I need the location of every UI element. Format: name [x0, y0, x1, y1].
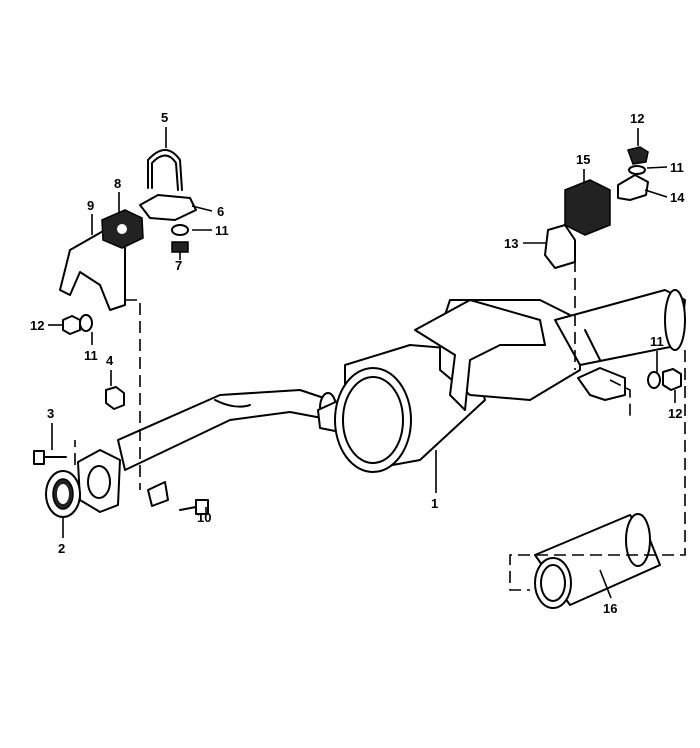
- bolt-flange: [33, 450, 67, 465]
- tailpipe-tip: [534, 513, 661, 609]
- callout-1: 1: [431, 496, 438, 511]
- u-bolt: [147, 149, 183, 191]
- flange: [77, 449, 121, 513]
- callout-15: 15: [576, 152, 590, 167]
- front-pipe: [117, 389, 337, 471]
- callout-2: 2: [58, 541, 65, 556]
- callout-6: 6: [217, 204, 224, 219]
- callout-16: 16: [603, 601, 617, 616]
- callout-11-left: 11: [84, 348, 98, 363]
- callout-9: 9: [87, 198, 94, 213]
- callout-8: 8: [114, 176, 121, 191]
- pipe-clip-bolt: [147, 481, 209, 515]
- rear-muffler: [414, 289, 686, 411]
- leader-lines: [48, 127, 676, 599]
- callout-11-top-right: 11: [670, 160, 684, 175]
- callout-14: 14: [670, 190, 685, 205]
- assembly-lines: [74, 260, 686, 591]
- callout-12-left: 12: [30, 318, 44, 333]
- nut-washer-left: [62, 314, 93, 335]
- rubber-mount-left: [101, 209, 144, 249]
- callout-3: 3: [47, 406, 54, 421]
- washer-nut-clamp: [171, 224, 189, 253]
- callout-4: 4: [106, 353, 114, 368]
- callout-12-top-right: 12: [630, 111, 644, 126]
- callout-7: 7: [175, 258, 182, 273]
- clamp-plate: [139, 194, 197, 221]
- rear-hanger-bracket: [577, 367, 626, 401]
- callout-10: 10: [197, 510, 211, 525]
- callout-11-top-left: 11: [215, 223, 229, 238]
- gasket-ring: [45, 470, 81, 518]
- rubber-mount-right: [564, 179, 611, 236]
- callouts: 1 2 3 4 5 6 7 8 9 10 11 11 12 12 11 14 1…: [30, 110, 685, 616]
- callout-13: 13: [504, 236, 518, 251]
- top-right-hardware: [617, 146, 649, 201]
- callout-11-right: 11: [650, 334, 664, 349]
- nut-flange: [105, 386, 125, 410]
- callout-12-right: 12: [668, 406, 682, 421]
- nut-washer-right: [647, 368, 682, 391]
- callout-5: 5: [161, 110, 168, 125]
- clamp-right: [544, 224, 576, 269]
